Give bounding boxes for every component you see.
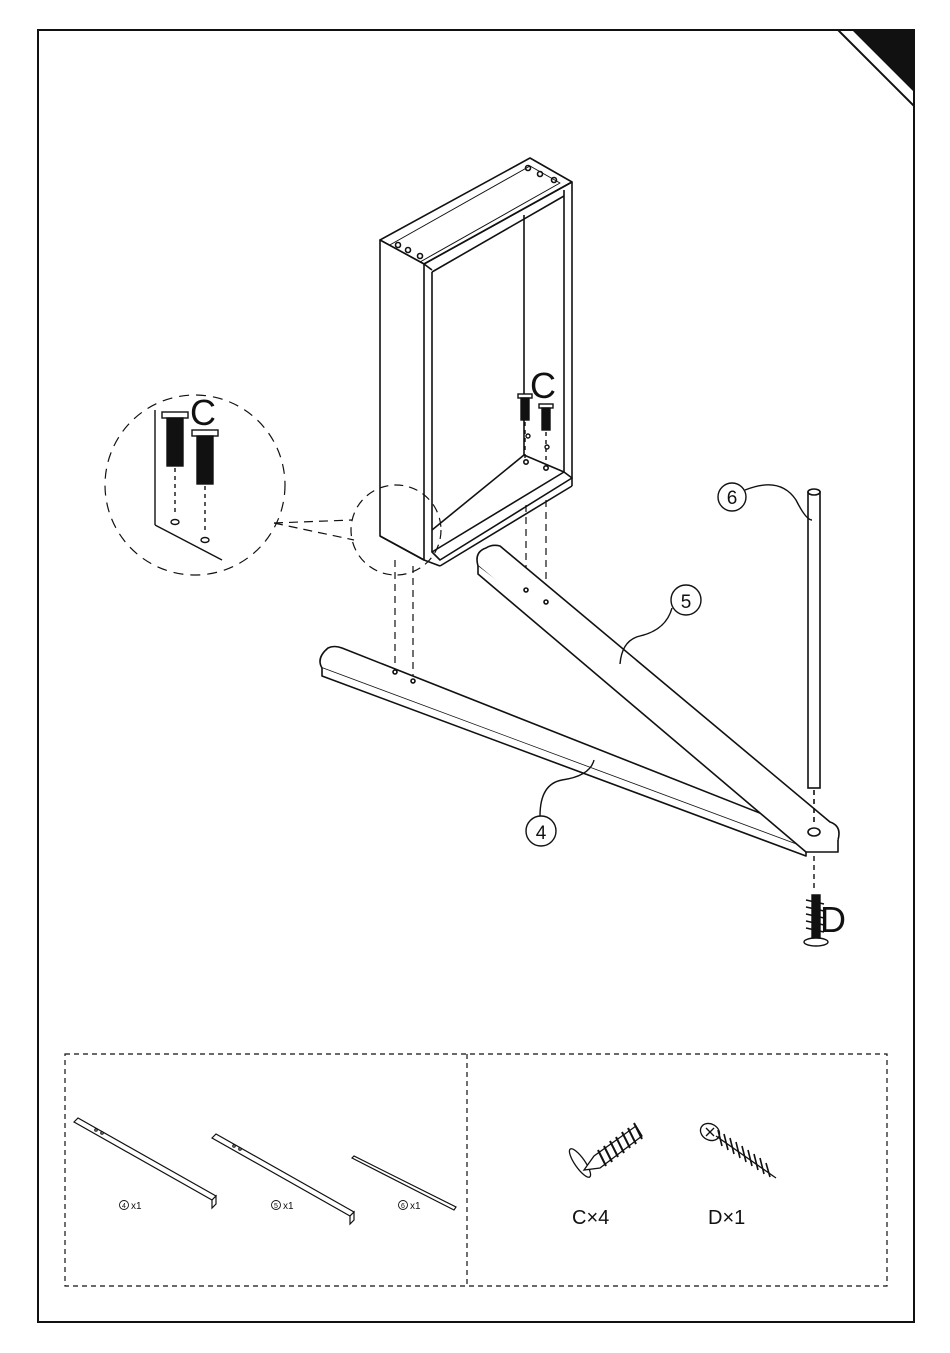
callout-5-number: 5 [681,592,692,613]
part-4 [320,647,828,857]
svg-text:x1: x1 [131,1201,142,1212]
part-6 [808,489,820,826]
parts-qty-4: 4 x1 [120,1201,143,1213]
detail-label-c: C [190,392,216,433]
part-5 [477,545,839,852]
hardware-c-label: C×4 [572,1207,609,1229]
fastener-label-d: D [820,899,846,940]
hardware-d-label: D×1 [708,1207,745,1229]
svg-text:4: 4 [122,1203,126,1210]
page-corner-tab [838,30,914,106]
svg-text:6: 6 [401,1203,405,1210]
svg-text:x1: x1 [410,1201,421,1212]
panel-thumb-6 [352,1156,456,1210]
parts-qty-6: 6 x1 [399,1201,422,1213]
svg-text:5: 5 [274,1203,278,1210]
callout-6-number: 6 [727,488,738,509]
svg-text:x1: x1 [283,1201,294,1212]
hardware-d-icon [697,1120,776,1178]
panel-thumb-4 [74,1118,216,1208]
parts-qty-5: 5 x1 [272,1201,295,1213]
fastener-label-c: C [530,365,556,406]
callout-4-number: 4 [536,823,547,844]
hardware-c-icon [566,1123,642,1180]
cabinet-frame [380,158,572,566]
